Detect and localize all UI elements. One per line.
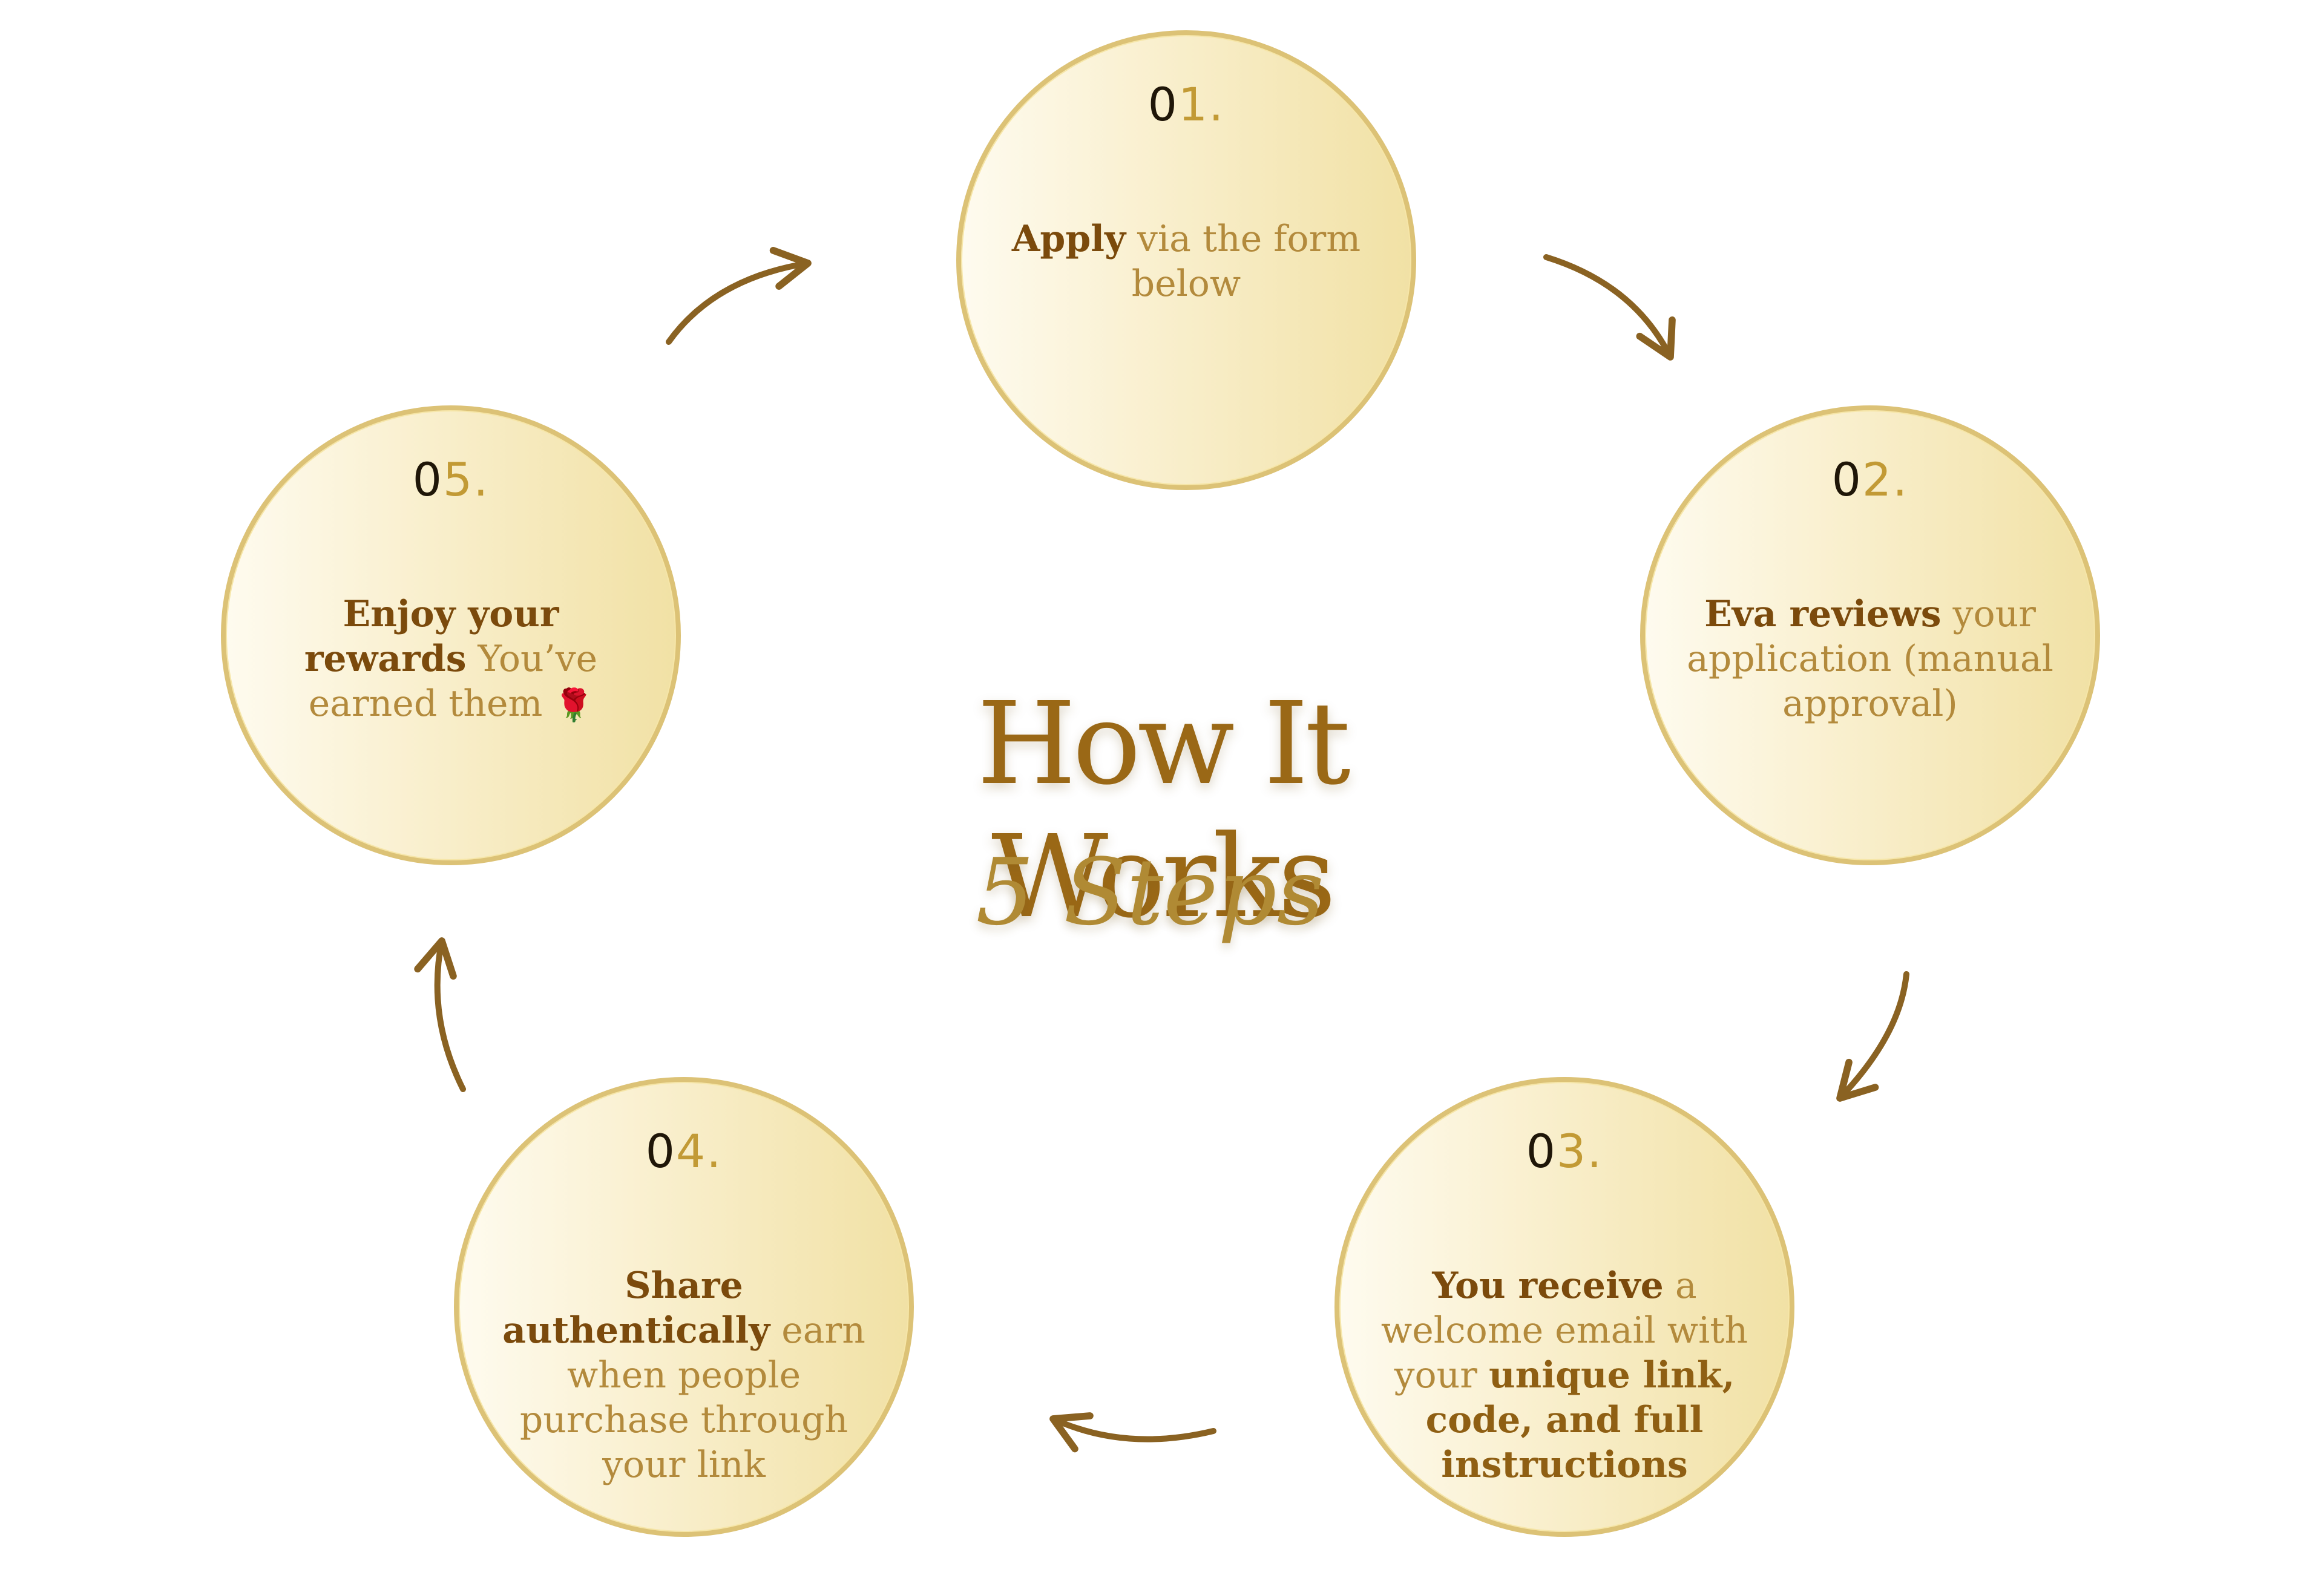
step-number-lead: 0 [1831,453,1862,506]
rose-icon: 🌹 [554,687,594,724]
step-number: 05. [226,453,676,506]
step-5-circle: 05. Enjoy your rewards You’ve earned the… [221,405,681,865]
step-body-text: You’ve earned them [308,638,598,725]
step-number-rest: 5. [442,453,490,506]
step-number-rest: 1. [1178,77,1225,131]
step-description: Enjoy your rewards You’ve earned them 🌹 [256,592,646,728]
page-title: How It Works [977,678,1351,943]
step-number-rest: 2. [1862,453,1909,506]
curved-arrow-icon [414,937,466,1092]
curved-arrow-icon [1836,971,1909,1102]
step-number: 02. [1645,453,2095,506]
page-subtitle: 5 Steps [976,839,1324,946]
step-body-text: your application (manual approval) [1687,593,2053,725]
curved-arrow-icon [1049,1412,1216,1453]
step-body-text: a welcome email with your [1380,1265,1748,1396]
step-bold-text: Apply [1011,218,1126,260]
step-number-rest: 3. [1556,1124,1603,1178]
step-number-lead: 0 [1526,1124,1557,1178]
step-number-lead: 0 [645,1124,676,1178]
step-description: Eva reviews your application (manual app… [1675,592,2065,726]
curved-arrow-icon [1543,254,1676,361]
step-number: 03. [1339,1124,1790,1178]
step-number: 04. [459,1124,909,1178]
step-bold-text-secondary: unique link, code, and full instructions [1425,1354,1735,1486]
step-2-circle: 02. Eva reviews your application (manual… [1640,405,2100,865]
step-number-rest: 4. [675,1124,723,1178]
step-1-circle: 01. Apply via the form below [956,30,1416,490]
step-4-circle: 04. Share authentically earn when people… [454,1077,914,1537]
step-bold-text: Enjoy your rewards [304,593,559,680]
step-bold-text: Share authentically [502,1265,770,1352]
curved-arrow-icon [666,247,812,345]
step-number-lead: 0 [412,453,443,506]
step-body-text: earn when people purchase through your l… [519,1309,865,1486]
step-description: You receive a welcome email with your un… [1370,1263,1759,1487]
step-number: 01. [961,77,1411,131]
step-description: Apply via the form below [991,217,1381,306]
step-3-circle: 03. You receive a welcome email with you… [1334,1077,1794,1537]
step-number-lead: 0 [1147,77,1178,131]
step-bold-text: You receive [1432,1265,1664,1307]
step-description: Share authentically earn when people pur… [489,1263,879,1487]
step-body-text: via the form below [1125,218,1361,305]
step-bold-text: Eva reviews [1704,593,1942,635]
